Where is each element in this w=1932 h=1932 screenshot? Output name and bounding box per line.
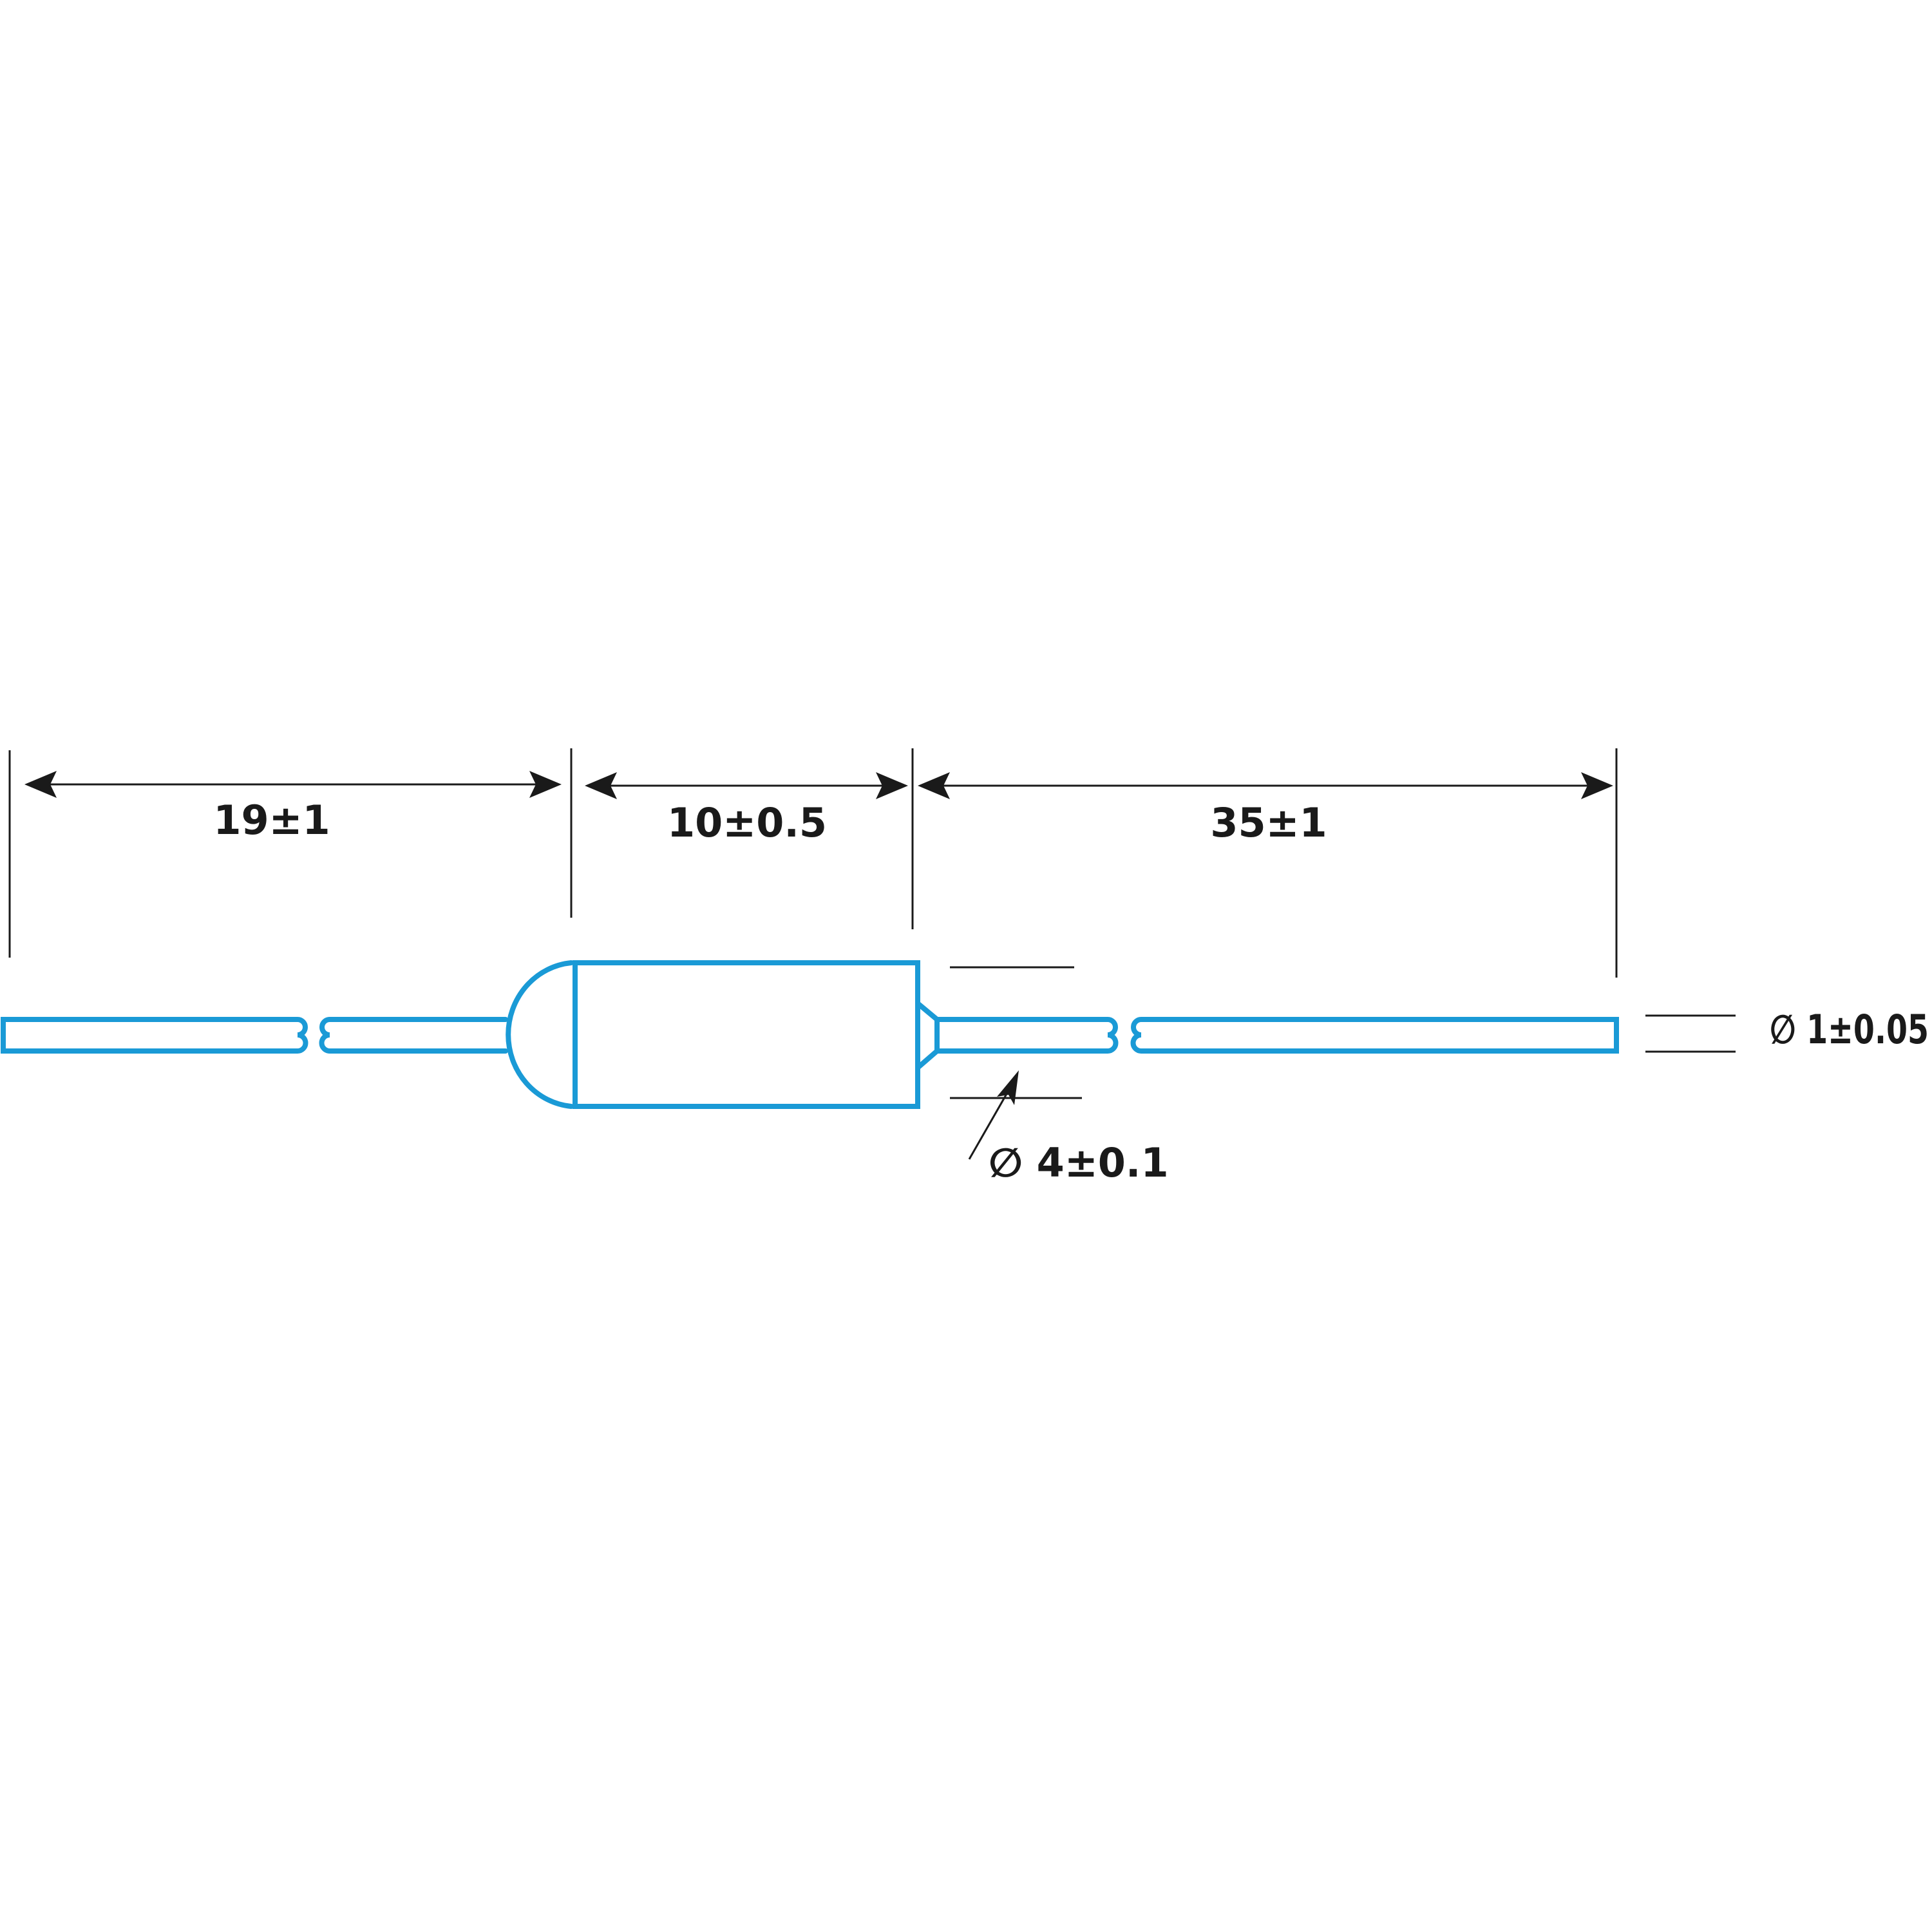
dimension-labels: 19±1 10±0.5 35±1 ∅ 4±0.1 ∅ 1±0.05 bbox=[213, 797, 1929, 1186]
arrowhead-left bbox=[24, 771, 57, 798]
leader-arrowhead bbox=[997, 1070, 1019, 1105]
dimension-lines bbox=[8, 748, 1736, 1160]
dimension-lead-left bbox=[24, 771, 562, 798]
arrowhead-right bbox=[529, 771, 562, 798]
body-taper-neck bbox=[915, 1001, 940, 1070]
label-body-length: 10±0.5 bbox=[667, 799, 827, 846]
left-lead-outer-segment bbox=[1, 1017, 308, 1054]
label-lead-diameter: ∅ 1±0.05 bbox=[1770, 1006, 1929, 1053]
right-lead-outer-segment bbox=[1130, 1017, 1619, 1054]
right-lead-inner-segment bbox=[934, 1017, 1119, 1054]
arrowhead-left bbox=[585, 772, 617, 799]
label-body-diameter: ∅ 4±0.1 bbox=[989, 1139, 1169, 1186]
dimension-body-length bbox=[585, 772, 908, 799]
body-cylinder bbox=[573, 960, 920, 1109]
leader-line-body-diameter bbox=[968, 1088, 1011, 1160]
label-lead-right-length: 35±1 bbox=[1210, 799, 1327, 846]
arrowhead-left bbox=[918, 772, 950, 799]
label-lead-left-length: 19±1 bbox=[213, 797, 330, 844]
component-outline bbox=[1, 960, 1619, 1109]
dimension-body-diameter bbox=[950, 966, 1082, 1160]
left-lead-inner-segment bbox=[319, 1017, 508, 1054]
dimension-lead-right bbox=[918, 772, 1613, 799]
arrowhead-right bbox=[1581, 772, 1613, 799]
arrowhead-right bbox=[876, 772, 908, 799]
body-dome-end-cap bbox=[506, 960, 574, 1109]
dimension-lead-diameter bbox=[1645, 1014, 1736, 1053]
